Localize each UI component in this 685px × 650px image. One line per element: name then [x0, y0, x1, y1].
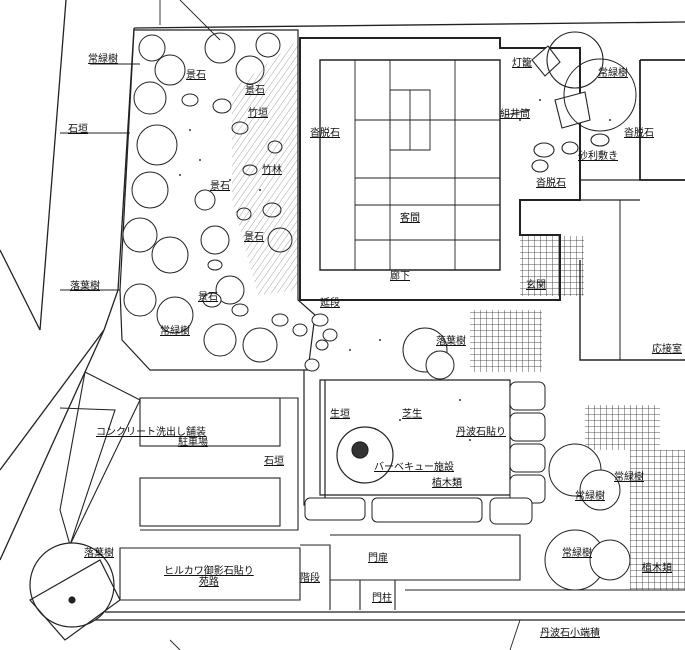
site-boundary [0, 0, 685, 621]
bamboo-hatch [232, 40, 298, 295]
tree-canopies-left [122, 32, 293, 363]
label-rock-lower: 景石 [244, 232, 264, 243]
label-gate-post: 門柱 [372, 593, 392, 604]
label-deciduous-left: 落葉樹 [70, 281, 100, 292]
label-lawn: 芝生 [402, 409, 422, 420]
label-gravel: 砂利敷き [578, 151, 618, 162]
tree-mid [402, 327, 455, 380]
bbq [336, 426, 394, 484]
grid-right [585, 405, 660, 450]
label-rock-lower2: 景石 [198, 292, 218, 303]
label-stairs: 階段 [300, 573, 320, 584]
label-bamboo: 竹林 [262, 165, 282, 176]
label-reception: 応接室 [652, 344, 682, 355]
label-evergreen-right-mid: 常緑樹 [614, 472, 644, 483]
label-lantern: 灯籠 [512, 58, 532, 69]
label-deciduous-bottom: 落葉樹 [84, 548, 114, 559]
grid-path [470, 310, 542, 372]
label-evergreen-top: 常緑樹 [88, 54, 118, 65]
label-step-stone-left: 沓脱石 [310, 128, 340, 139]
label-entrance: 玄関 [526, 280, 546, 291]
label-bbq: バーベキュー施設 [374, 462, 454, 473]
label-hedge: 生垣 [330, 409, 350, 420]
label-rock-top: 景石 [186, 70, 206, 81]
label-path: ヒルカワ御影石貼り 苑路 [164, 566, 254, 588]
label-corridor: 廊下 [390, 271, 410, 282]
label-step-stone-mid: 沓脱石 [536, 178, 566, 189]
lantern-well [531, 31, 610, 173]
label-evergreen-corner: 常緑樹 [562, 548, 592, 559]
label-parking: 駐車場 [178, 437, 208, 448]
stone-paving [304, 381, 546, 525]
tree-bottom-left [29, 542, 121, 641]
label-step-stone-right: 沓脱石 [624, 128, 654, 139]
bottom-path [119, 534, 685, 610]
label-shrubs: 植木類 [432, 478, 462, 489]
label-well-frame: 組井筒 [500, 109, 530, 120]
gravel-dots [179, 99, 611, 471]
house [299, 37, 685, 361]
label-rock-top2: 景石 [245, 85, 265, 96]
tree-right [544, 58, 637, 591]
leader-lines [60, 0, 531, 650]
label-tamba-paving: 丹波石貼り [456, 427, 506, 438]
grid-right-low [630, 450, 685, 590]
label-guest-room: 客間 [400, 213, 420, 224]
grid-entrance [520, 236, 584, 296]
label-concrete: コンクリート洗出し舗装 [96, 427, 206, 438]
label-rock-mid: 景石 [210, 181, 230, 192]
label-fence: 竹垣 [248, 108, 268, 119]
label-tamba-wall: 丹波石小端積 [540, 628, 600, 639]
label-stone-wall: 石垣 [68, 124, 88, 135]
label-evergreen-right-low: 常緑樹 [575, 491, 605, 502]
label-deciduous-mid: 落葉樹 [436, 336, 466, 347]
label-shrubs-right: 植木類 [642, 563, 672, 574]
parking [59, 371, 299, 547]
label-evergreen-lower: 常緑樹 [160, 326, 190, 337]
label-evergreen-right-top: 常緑樹 [598, 68, 628, 79]
label-stone-wall-low: 石垣 [264, 456, 284, 467]
label-gate: 門扉 [368, 553, 388, 564]
label-extension-step: 延段 [320, 298, 340, 309]
